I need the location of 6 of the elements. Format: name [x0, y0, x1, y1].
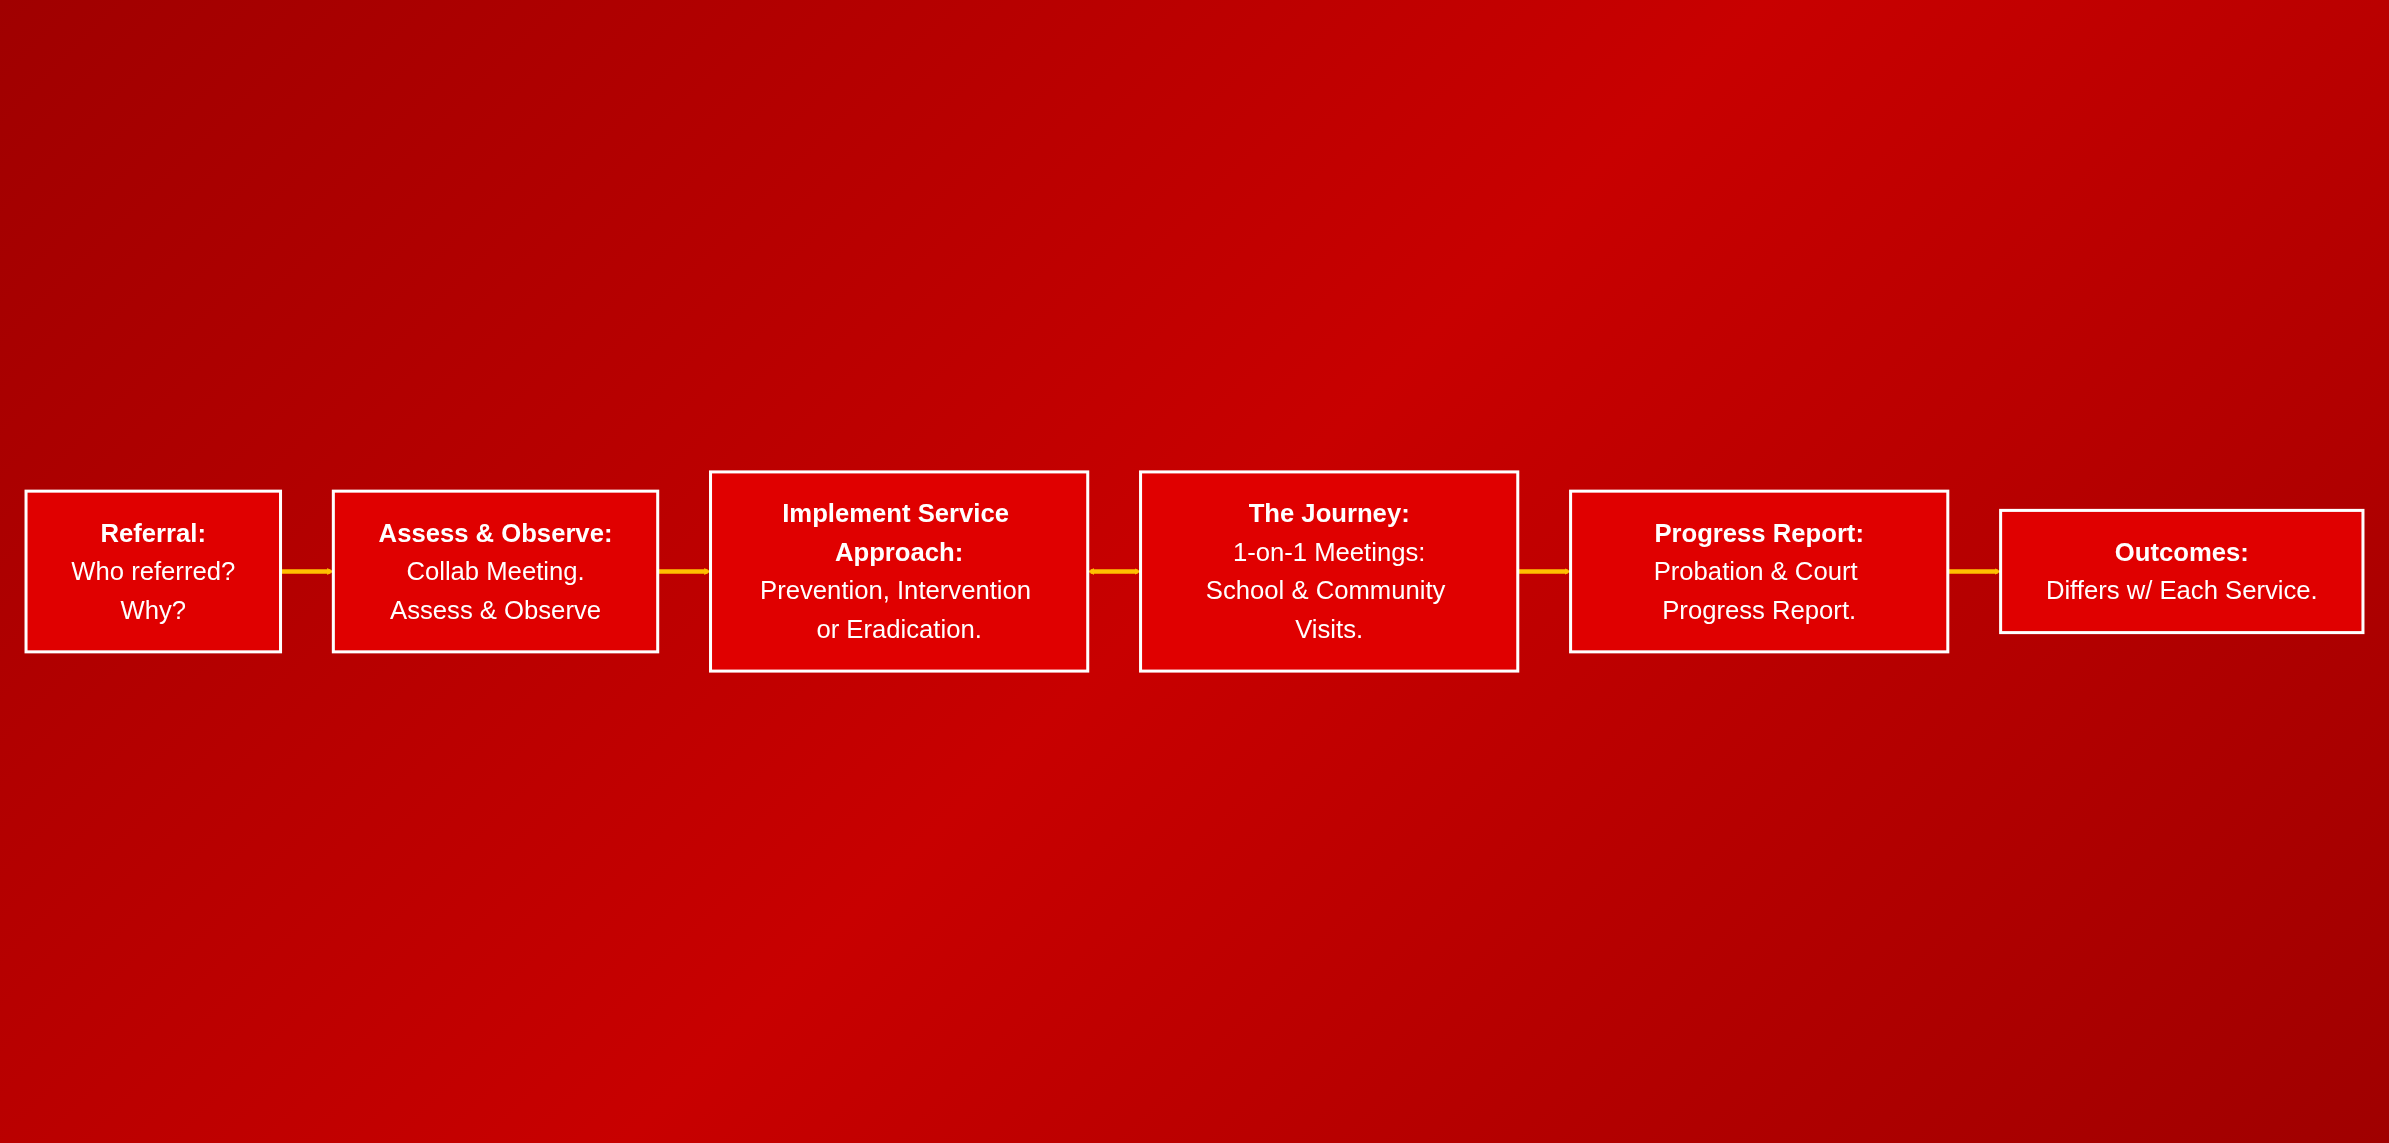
- node-box: Implement Service Approach: Prevention, Intervention or Eradication.: [709, 470, 1090, 673]
- node-box: Assess & Observe: Collab Meeting. Assess & Observe: [331, 489, 660, 654]
- node-box: The Journey: 1-on-1 Meetings: School & Community Visits.: [1139, 470, 1520, 673]
- node-box: Referral: Who referred? Why?: [24, 489, 283, 654]
- node-box: Outcomes: Differs w/ Each Service.: [1999, 508, 2365, 635]
- node-box: Progress Report: Probation & Court Progress Report.: [1569, 489, 1950, 654]
